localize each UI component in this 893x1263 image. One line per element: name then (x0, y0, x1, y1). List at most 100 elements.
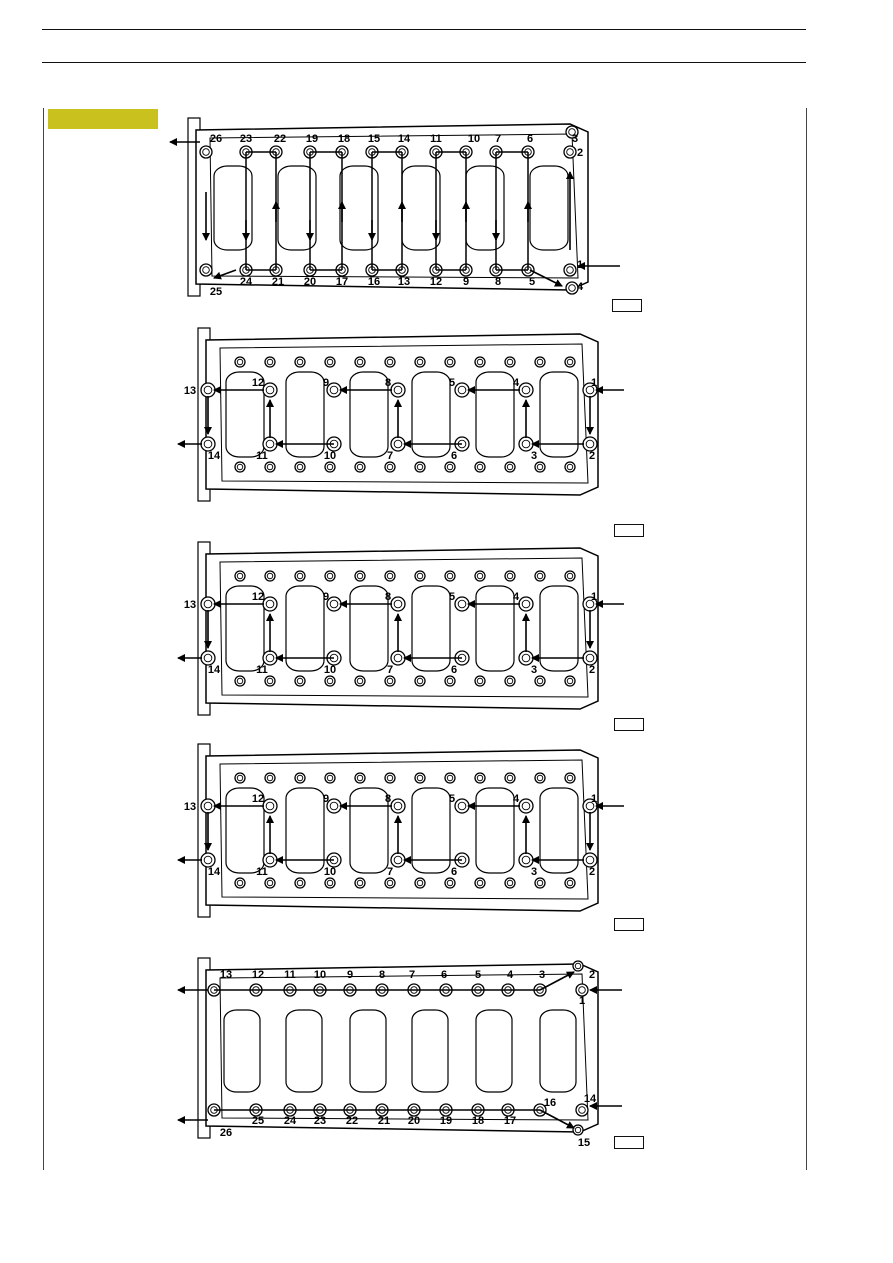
bolt-number-label: 8 (385, 793, 391, 805)
bolt-number-label: 26 (220, 1127, 232, 1139)
bolt-number-label: 4 (513, 591, 520, 603)
bolt-hole-inner (585, 599, 595, 609)
bolt-hole (518, 436, 534, 452)
bolt-hole (504, 570, 516, 582)
bolt-hole (234, 675, 246, 687)
port-opening (475, 1009, 513, 1093)
bolt-hole-inner (265, 599, 275, 609)
bolt-number-label: 15 (578, 1137, 590, 1149)
bolt-hole (390, 852, 406, 868)
bolt-hole-inner (236, 358, 244, 366)
bolt-hole-inner (585, 385, 595, 395)
bolt-hole-inner (386, 677, 394, 685)
bolt-hole (504, 877, 516, 889)
bolt-number-label: 12 (252, 969, 264, 981)
bolt-hole (518, 382, 534, 398)
bolt-hole (564, 772, 576, 784)
bolt-hole-inner (393, 385, 403, 395)
tightening-arrow (213, 269, 237, 280)
figure-ref-box-2 (614, 524, 644, 537)
port-opening (465, 165, 505, 251)
bolt-number-label: 22 (274, 133, 286, 145)
bolt-hole-inner (536, 572, 544, 580)
bolt-number-label: 6 (451, 866, 457, 878)
header-rule-bottom (42, 62, 806, 63)
bolt-hole-inner (536, 774, 544, 782)
bolt-hole (200, 852, 216, 868)
page-border-right (806, 108, 807, 1170)
bolt-hole-inner (203, 439, 213, 449)
bolt-hole (414, 570, 426, 582)
bolt-hole (234, 877, 246, 889)
port-opening (285, 787, 325, 874)
tightening-arrow (539, 971, 575, 991)
bolt-hole-inner (566, 358, 574, 366)
bolt-number-label: 4 (513, 377, 520, 389)
bolt-hole (474, 461, 486, 473)
port-opening (529, 165, 569, 251)
bolt-hole-inner (521, 385, 531, 395)
bolt-hole-inner (236, 677, 244, 685)
bolt-hole (354, 570, 366, 582)
bolt-hole-inner (326, 774, 334, 782)
bolt-hole (390, 436, 406, 452)
bolt-hole (200, 650, 216, 666)
head-inner-outline (219, 759, 589, 900)
head-inner-outline (219, 973, 589, 1121)
bolt-number-label: 9 (463, 276, 469, 288)
bolt-hole-inner (574, 962, 582, 970)
bolt-hole-inner (566, 572, 574, 580)
bolt-hole-inner (585, 439, 595, 449)
port-opening (475, 371, 515, 458)
bolt-hole (390, 596, 406, 612)
bolt-hole (414, 356, 426, 368)
bolt-hole-inner (446, 774, 454, 782)
bolt-hole (534, 675, 546, 687)
figure-ref-box-5 (614, 1136, 644, 1149)
bolt-hole (324, 570, 336, 582)
port-opening (225, 371, 265, 458)
bolt-number-label: 12 (252, 591, 264, 603)
bolt-hole-inner (566, 879, 574, 887)
bolt-number-label: 11 (256, 450, 268, 462)
bolt-hole-inner (446, 358, 454, 366)
bolt-hole-inner (326, 677, 334, 685)
bolt-number-label: 11 (430, 133, 442, 145)
bolt-hole (324, 877, 336, 889)
bolt-hole (262, 798, 278, 814)
bolt-hole (444, 877, 456, 889)
bolt-number-label: 21 (272, 276, 284, 288)
bolt-hole-inner (296, 572, 304, 580)
bolt-number-label: 23 (240, 133, 252, 145)
bolt-hole-inner (457, 801, 467, 811)
bolt-hole-inner (265, 385, 275, 395)
page-border-left (43, 108, 44, 1170)
port-opening (411, 371, 451, 458)
bolt-hole (518, 650, 534, 666)
bolt-hole (384, 772, 396, 784)
bolt-hole-inner (326, 358, 334, 366)
bolt-hole (390, 650, 406, 666)
bolt-number-label: 14 (398, 133, 411, 145)
bolt-number-label: 11 (284, 969, 296, 981)
bolt-hole (384, 356, 396, 368)
bolt-number-label: 3 (531, 664, 537, 676)
bolt-hole (534, 461, 546, 473)
bolt-hole (564, 356, 576, 368)
bolt-number-label: 6 (527, 133, 533, 145)
port-opening (411, 585, 451, 672)
bolt-hole (474, 675, 486, 687)
bolt-hole-inner (326, 572, 334, 580)
bolt-hole (444, 570, 456, 582)
bolt-hole-inner (536, 677, 544, 685)
bolt-number-label: 3 (531, 450, 537, 462)
bolt-hole-inner (393, 599, 403, 609)
bolt-number-label: 5 (449, 793, 455, 805)
bolt-hole-inner (202, 266, 210, 274)
bolt-number-label: 24 (240, 276, 253, 288)
bolt-hole-inner (203, 855, 213, 865)
bolt-hole (234, 570, 246, 582)
bolt-number-label: 9 (323, 377, 329, 389)
bolt-number-label: 23 (314, 1115, 326, 1127)
bolt-number-label: 10 (314, 969, 326, 981)
